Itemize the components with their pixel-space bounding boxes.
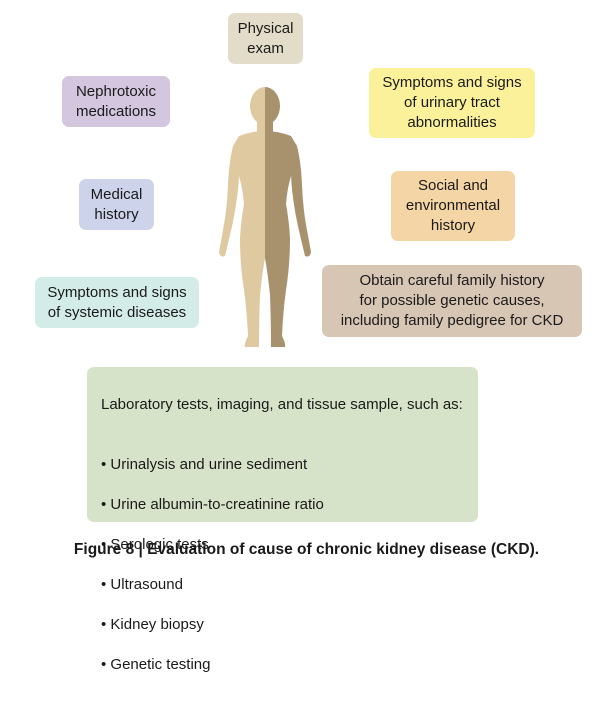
list-item: Serologic tests	[101, 535, 468, 555]
family-history-box: Obtain careful family history for possib…	[322, 265, 582, 337]
systemic-disease-signs-box: Symptoms and signs of systemic diseases	[35, 277, 199, 328]
list-item: Urine albumin-to-creatinine ratio	[101, 495, 468, 515]
urinary-tract-signs-box: Symptoms and signs of urinary tract abno…	[369, 68, 535, 138]
social-environmental-history-box: Social and environmental history	[391, 171, 515, 241]
laboratory-tests-box: Laboratory tests, imaging, and tissue sa…	[87, 367, 478, 673]
lab-tests-list: Urinalysis and urine sediment Urine albu…	[101, 435, 468, 695]
human-silhouette-icon	[219, 87, 311, 347]
list-item: Kidney biopsy	[101, 615, 468, 635]
physical-exam-box: Physical exam	[228, 13, 303, 64]
list-item: Urinalysis and urine sediment	[101, 455, 468, 475]
list-item: Genetic testing	[101, 655, 468, 675]
figure-caption: Figure 8 | Evaluation of cause of chroni…	[73, 541, 540, 558]
nephrotoxic-medications-box: Nephrotoxic medications	[62, 76, 170, 127]
medical-history-box: Medical history	[79, 179, 154, 230]
lab-tests-title: Laboratory tests, imaging, and tissue sa…	[101, 396, 463, 413]
list-item: Ultrasound	[101, 575, 468, 595]
